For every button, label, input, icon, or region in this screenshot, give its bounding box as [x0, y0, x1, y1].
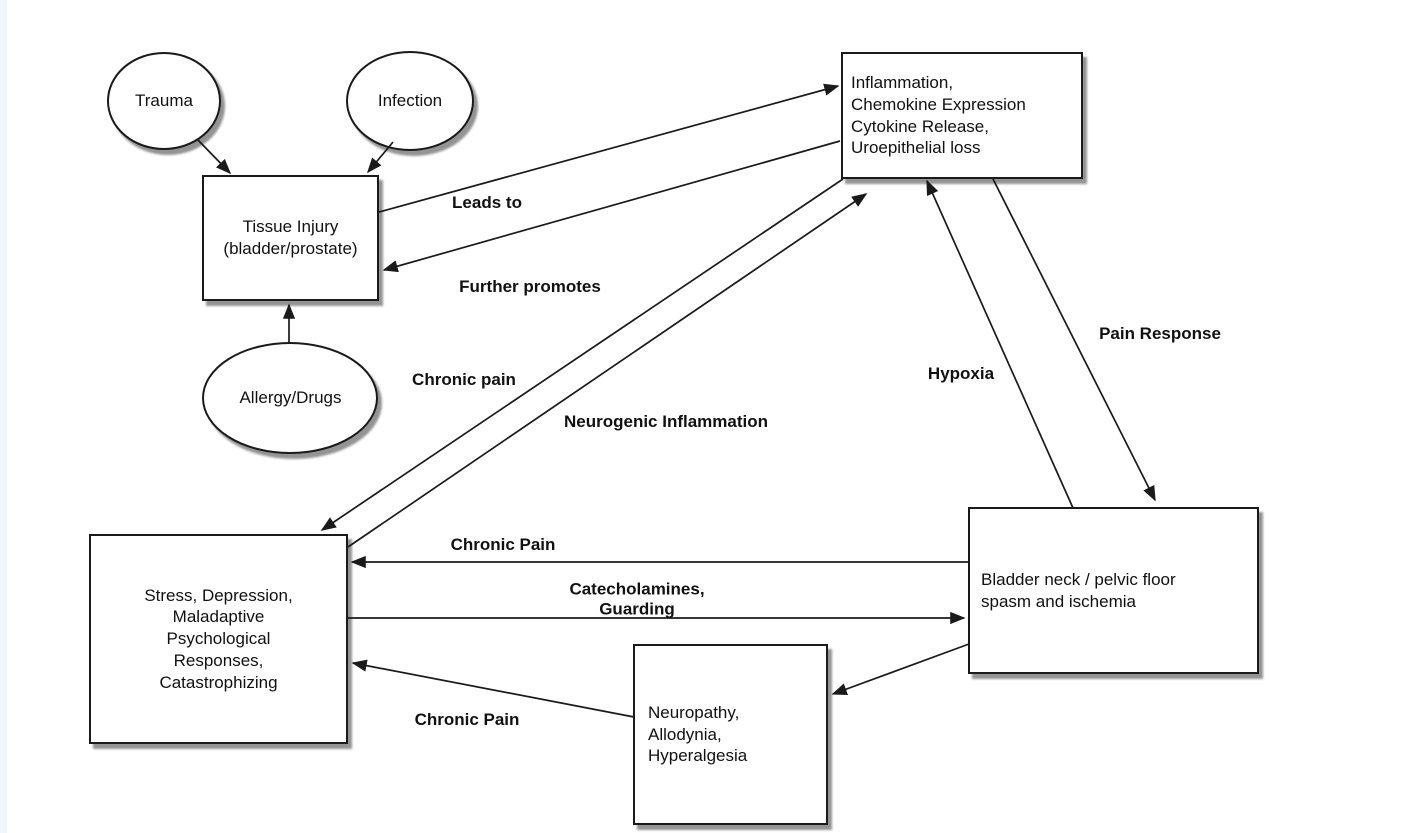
trauma-ellipse [107, 52, 221, 150]
page-left-margin-strip [0, 0, 7, 833]
inflammation-box [841, 52, 1083, 179]
neuropathy-box [633, 644, 828, 825]
edge-bladder-to-neuropathy [831, 643, 970, 695]
edge-neurogenic-inflammation [347, 193, 868, 548]
infection-ellipse [346, 51, 474, 151]
tissue-injury-box [202, 175, 379, 301]
edge-chronic-pain-to-stress [320, 178, 844, 531]
edge-chronic-pain-from-neuropathy [351, 659, 635, 718]
bladder-spasm-box [968, 507, 1259, 674]
edge-trauma-to-tissue-injury [197, 139, 232, 175]
edge-hypoxia [926, 179, 1074, 509]
stress-box [89, 534, 348, 744]
edge-infection-to-tissue-injury [367, 141, 394, 174]
allergy-drugs-ellipse [202, 342, 378, 454]
edge-leads-to [378, 83, 840, 213]
edge-pain-response [992, 178, 1156, 502]
edge-further-promotes [382, 140, 841, 273]
